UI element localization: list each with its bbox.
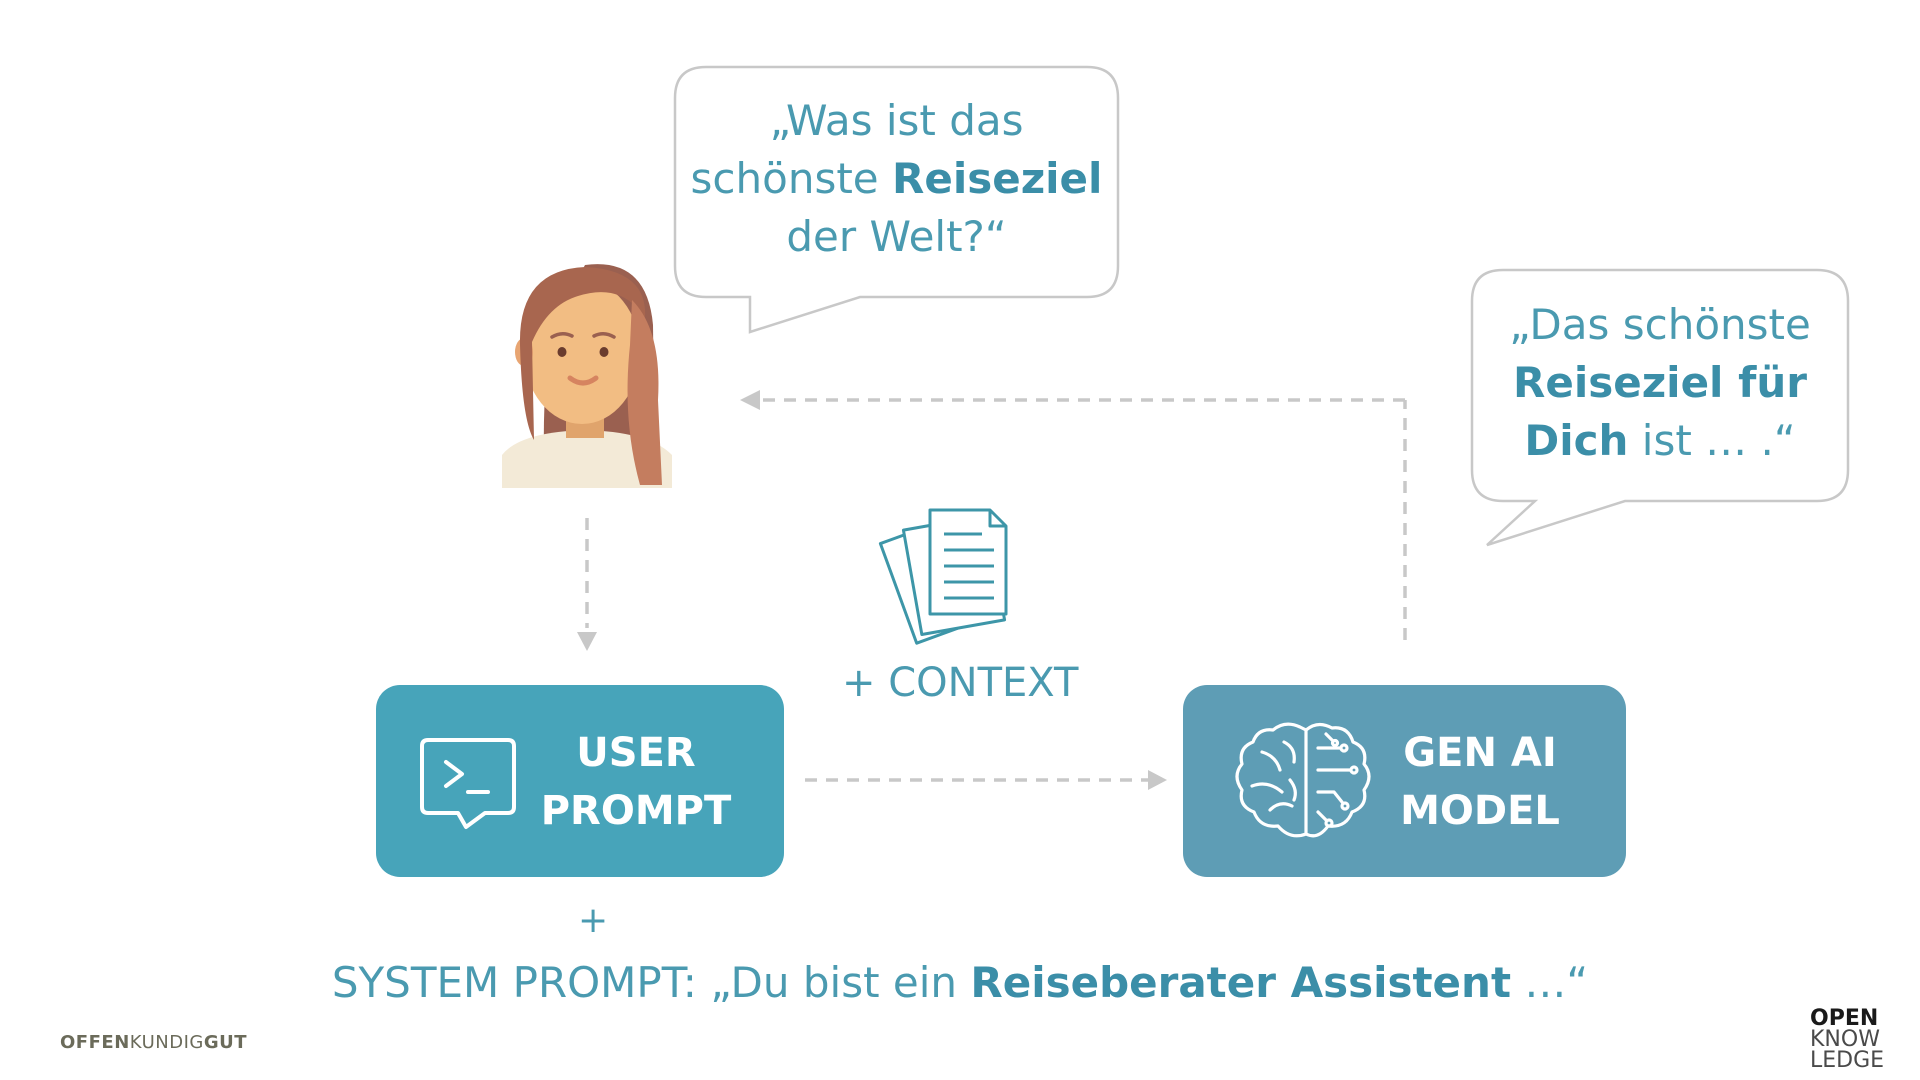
ai-answer-text: „Das schönste Reiseziel für Dich ist … .… bbox=[1472, 296, 1848, 470]
system-prompt-label: SYSTEM PROMPT: „Du bist ein bbox=[331, 958, 971, 1007]
ai-answer-line-1: „Das schönste bbox=[1509, 300, 1811, 349]
user-question-line-2-text: schönste bbox=[690, 154, 892, 203]
brand-right-line-2: KNOW bbox=[1810, 1027, 1880, 1052]
brand-logo-left: OFFENKUNDIGGUT bbox=[60, 1032, 247, 1053]
user-question-line-1: „Was ist das bbox=[769, 96, 1024, 145]
brand-left-part-1: OFFEN bbox=[60, 1032, 130, 1053]
gen-ai-model-label-line-1: GEN AI bbox=[1403, 730, 1557, 776]
brand-left-part-2: KUNDIG bbox=[129, 1032, 204, 1053]
context-label: + CONTEXT bbox=[842, 660, 1079, 706]
user-prompt-label-line-1: USER bbox=[576, 730, 696, 776]
system-prompt-text: SYSTEM PROMPT: „Du bist ein Reiseberater… bbox=[0, 958, 1920, 1007]
user-prompt-box[interactable] bbox=[376, 685, 784, 877]
plus-sign: + bbox=[578, 900, 609, 941]
brand-logo-right: OPEN KNOW LEDGE bbox=[1810, 1006, 1885, 1073]
ai-answer-line-2: Reiseziel für bbox=[1472, 354, 1848, 412]
system-prompt-end: …“ bbox=[1511, 958, 1589, 1007]
documents-icon bbox=[878, 508, 1008, 645]
user-question-line-3: der Welt?“ bbox=[786, 212, 1007, 261]
gen-ai-model-label: GEN AI MODEL bbox=[1380, 724, 1580, 840]
user-question-keyword: Reiseziel bbox=[892, 154, 1103, 203]
system-prompt-keyword: Reiseberater Assistent bbox=[970, 958, 1512, 1007]
ai-answer-line-3: Dich ist … .“ bbox=[1472, 412, 1848, 470]
arrow-person-to-prompt bbox=[577, 518, 597, 651]
person-avatar bbox=[502, 264, 672, 488]
user-prompt-label: USER PROMPT bbox=[536, 724, 736, 840]
user-question-line-2: schönste Reiseziel bbox=[675, 150, 1118, 208]
ai-answer-keyword-2: Dich bbox=[1524, 416, 1629, 465]
user-speech-bubble bbox=[673, 65, 1120, 334]
gen-ai-model-box[interactable] bbox=[1183, 685, 1626, 877]
user-prompt-label-line-2: PROMPT bbox=[540, 788, 732, 834]
terminal-chat-icon bbox=[420, 738, 516, 829]
arrow-model-to-person bbox=[740, 390, 1407, 640]
brand-right-line-3: LEDGE bbox=[1810, 1048, 1885, 1073]
user-question-text: „Was ist das schönste Reiseziel der Welt… bbox=[675, 92, 1118, 266]
ai-speech-bubble bbox=[1470, 268, 1850, 547]
ai-answer-line-3-text: ist … .“ bbox=[1628, 416, 1796, 465]
brand-right-line-1: OPEN bbox=[1810, 1006, 1879, 1031]
gen-ai-model-label-line-2: MODEL bbox=[1400, 788, 1560, 834]
brand-left-part-3: GUT bbox=[203, 1032, 248, 1053]
arrow-prompt-to-model bbox=[805, 770, 1167, 790]
ai-answer-keyword: Reiseziel für bbox=[1513, 358, 1807, 407]
brain-circuit-icon bbox=[1235, 722, 1371, 838]
